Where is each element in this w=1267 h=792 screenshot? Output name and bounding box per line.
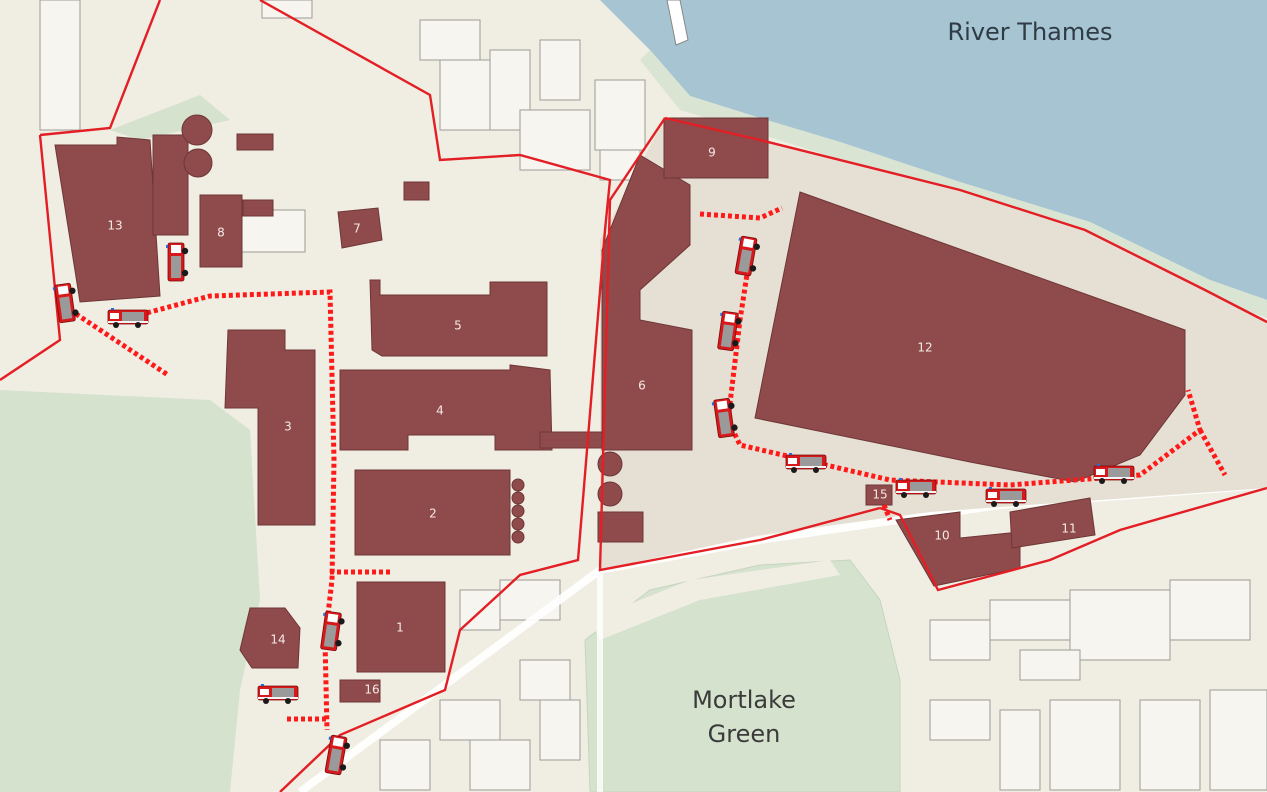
building-label-16: 16 <box>364 683 379 697</box>
building-label-3: 3 <box>284 420 292 434</box>
building-label-13: 13 <box>107 219 122 233</box>
building-6b <box>597 511 644 543</box>
building-3 <box>224 329 316 526</box>
minor-buildings <box>39 0 1267 791</box>
river-thames <box>600 0 1267 300</box>
green-label-line2: Green <box>708 720 781 748</box>
building-4 <box>339 364 553 451</box>
building-label-5: 5 <box>454 319 462 333</box>
green-label-line1: Mortlake <box>692 686 796 714</box>
building-6 <box>601 154 693 451</box>
building-label-14: 14 <box>270 633 285 647</box>
building-label-7: 7 <box>353 222 361 236</box>
river-label: River Thames <box>947 18 1112 46</box>
building-7 <box>337 207 383 249</box>
building-14 <box>239 607 301 669</box>
building-16 <box>339 679 381 703</box>
building-label-4: 4 <box>436 404 444 418</box>
park-north <box>110 95 230 140</box>
buildings <box>54 114 1186 703</box>
building-label-11: 11 <box>1061 522 1076 536</box>
building-label-6: 6 <box>638 379 646 393</box>
building-label-2: 2 <box>429 507 437 521</box>
building-label-9: 9 <box>708 146 716 160</box>
building-label-1: 1 <box>396 621 404 635</box>
building-label-8: 8 <box>217 226 225 240</box>
building-9 <box>663 117 769 179</box>
building-label-15: 15 <box>872 488 887 502</box>
jetty <box>666 0 689 46</box>
building-12 <box>754 191 1186 483</box>
park-west <box>0 390 260 792</box>
park-strip <box>590 560 840 640</box>
building-labels: 1 2 3 4 5 6 7 8 9 10 11 12 13 14 15 16 <box>107 146 1076 697</box>
building-11 <box>1009 497 1096 549</box>
building-13 <box>54 136 161 303</box>
riverbank <box>640 50 1267 318</box>
building-15 <box>865 484 893 506</box>
building-5 <box>369 279 548 357</box>
building-8 <box>199 194 243 268</box>
building-2 <box>354 469 511 556</box>
building-1 <box>356 581 446 673</box>
building-label-10: 10 <box>934 529 949 543</box>
building-label-12: 12 <box>917 341 932 355</box>
